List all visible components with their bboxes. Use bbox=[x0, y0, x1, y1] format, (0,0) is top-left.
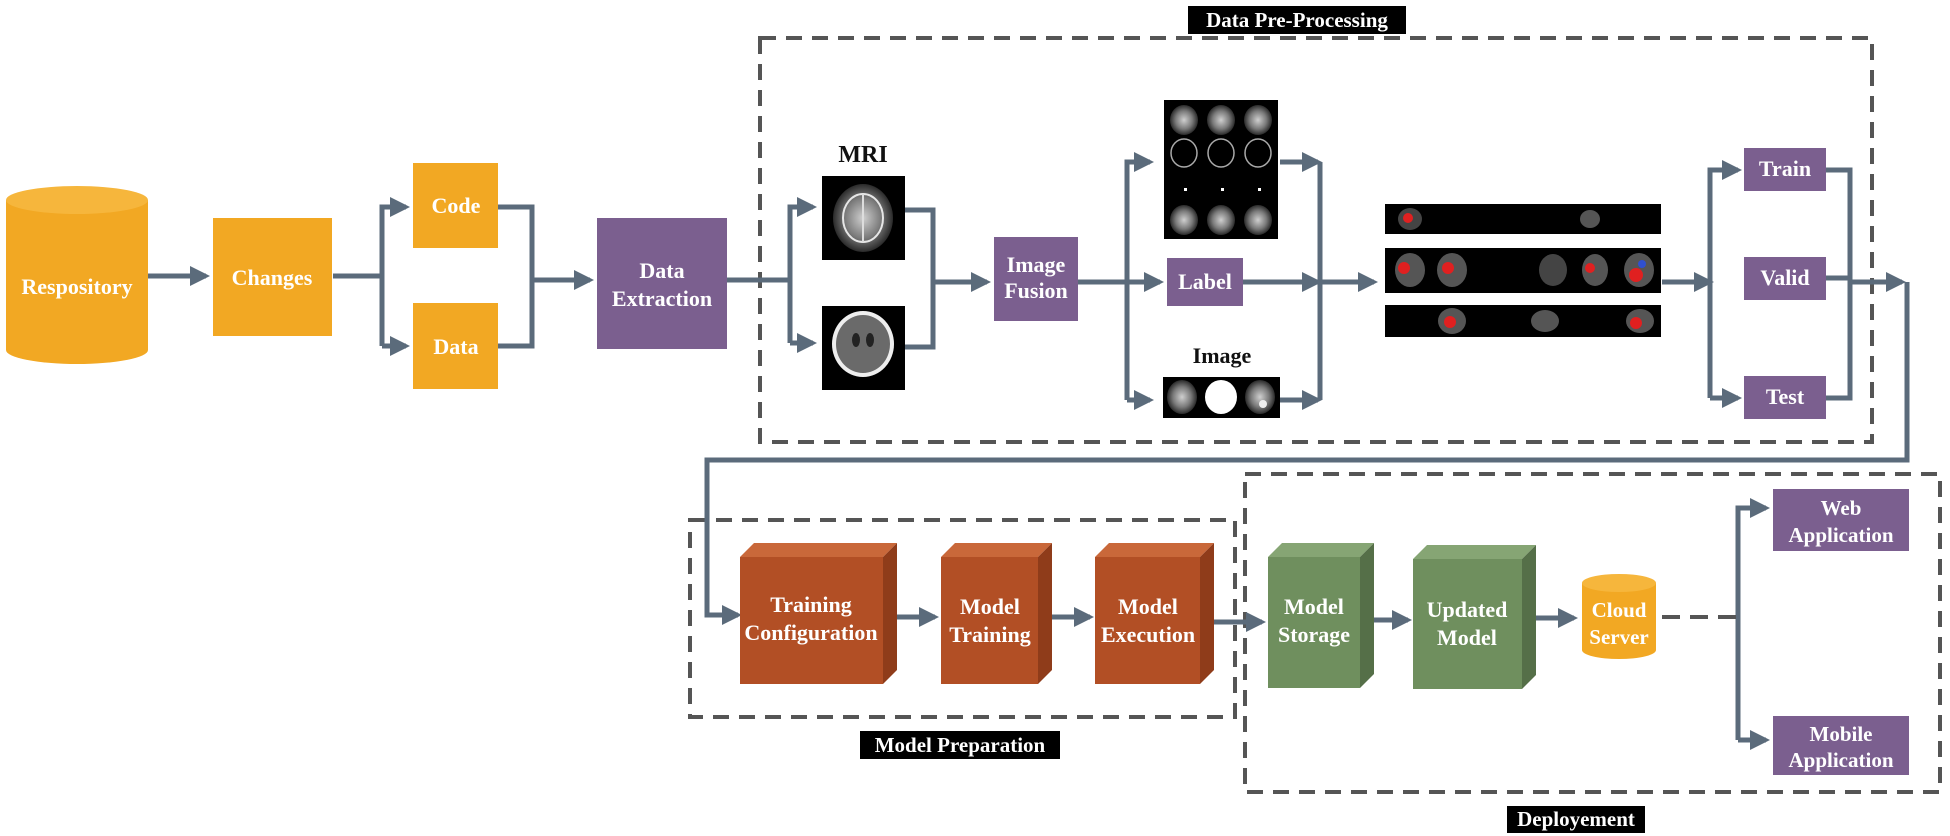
image-strip bbox=[1163, 377, 1280, 418]
svg-text:Storage: Storage bbox=[1278, 622, 1350, 647]
svg-text:Execution: Execution bbox=[1101, 622, 1195, 647]
preprocessing-tag: Data Pre-Processing bbox=[1206, 8, 1388, 32]
segmentation-strip-bottom bbox=[1385, 305, 1661, 337]
svg-text:Data: Data bbox=[639, 258, 684, 283]
svg-text:Data: Data bbox=[433, 334, 478, 359]
label-node: Label bbox=[1167, 258, 1243, 306]
svg-text:Application: Application bbox=[1788, 748, 1893, 772]
model-preparation-tag-bg bbox=[860, 731, 1060, 759]
segmentation-strip-middle bbox=[1385, 248, 1661, 293]
cloud-server-node: Cloud Server bbox=[1582, 574, 1656, 659]
svg-text:Server: Server bbox=[1589, 625, 1648, 649]
svg-text:Respository: Respository bbox=[21, 274, 132, 299]
data-node: Data bbox=[413, 303, 498, 389]
valid-node: Valid bbox=[1744, 257, 1826, 300]
model-preparation-frame bbox=[688, 518, 1237, 719]
svg-text:Model: Model bbox=[1437, 625, 1497, 650]
image-label: Image bbox=[1193, 343, 1252, 368]
scan-grid-image bbox=[1164, 100, 1278, 239]
svg-text:Code: Code bbox=[432, 193, 481, 218]
web-application-node: Web Application bbox=[1773, 489, 1909, 551]
code-node: Code bbox=[413, 163, 498, 248]
svg-text:Mobile: Mobile bbox=[1810, 722, 1873, 746]
svg-text:Configuration: Configuration bbox=[744, 620, 877, 645]
svg-text:Updated: Updated bbox=[1427, 597, 1508, 622]
data-extraction-node: Data Extraction bbox=[597, 218, 727, 349]
mri-label: MRI bbox=[838, 142, 887, 168]
image-fusion-node: Image Fusion bbox=[994, 237, 1078, 321]
svg-text:Extraction: Extraction bbox=[612, 286, 712, 311]
svg-text:Training: Training bbox=[949, 622, 1031, 647]
svg-text:Fusion: Fusion bbox=[1004, 278, 1068, 303]
svg-text:Model: Model bbox=[1118, 594, 1178, 619]
model-training-node: Model Training bbox=[941, 543, 1052, 684]
svg-text:Application: Application bbox=[1788, 523, 1893, 547]
svg-text:Cloud: Cloud bbox=[1592, 598, 1647, 622]
svg-text:Train: Train bbox=[1759, 156, 1811, 181]
svg-text:Model: Model bbox=[960, 594, 1020, 619]
segmentation-strip-top bbox=[1385, 204, 1661, 234]
training-configuration-node: Training Configuration bbox=[740, 543, 897, 684]
mri-image bbox=[822, 176, 905, 260]
svg-text:Valid: Valid bbox=[1760, 265, 1809, 290]
svg-text:Training: Training bbox=[770, 592, 852, 617]
preprocessing-tag-bg bbox=[1188, 6, 1406, 34]
svg-text:Model: Model bbox=[1284, 594, 1344, 619]
train-node: Train bbox=[1744, 148, 1826, 191]
model-preparation-tag: Model Preparation bbox=[875, 733, 1046, 757]
test-node: Test bbox=[1744, 376, 1826, 419]
svg-text:Image: Image bbox=[1007, 252, 1066, 277]
deployment-frame bbox=[1243, 472, 1942, 794]
ct-image bbox=[822, 306, 905, 390]
updated-model-node: Updated Model bbox=[1413, 545, 1536, 689]
svg-text:Web: Web bbox=[1821, 496, 1862, 520]
mobile-application-node: Mobile Application bbox=[1773, 716, 1909, 775]
deployment-tag: Deployement bbox=[1517, 807, 1635, 831]
preprocessing-frame bbox=[758, 36, 1874, 444]
svg-text:Test: Test bbox=[1766, 384, 1805, 409]
model-storage-node: Model Storage bbox=[1268, 543, 1374, 688]
deployment-tag-bg bbox=[1507, 806, 1645, 833]
changes-node: Changes bbox=[213, 218, 332, 336]
svg-text:Label: Label bbox=[1178, 269, 1232, 294]
model-execution-node: Model Execution bbox=[1095, 543, 1214, 684]
svg-text:Changes: Changes bbox=[232, 265, 313, 290]
repository-node: Respository bbox=[6, 186, 148, 364]
